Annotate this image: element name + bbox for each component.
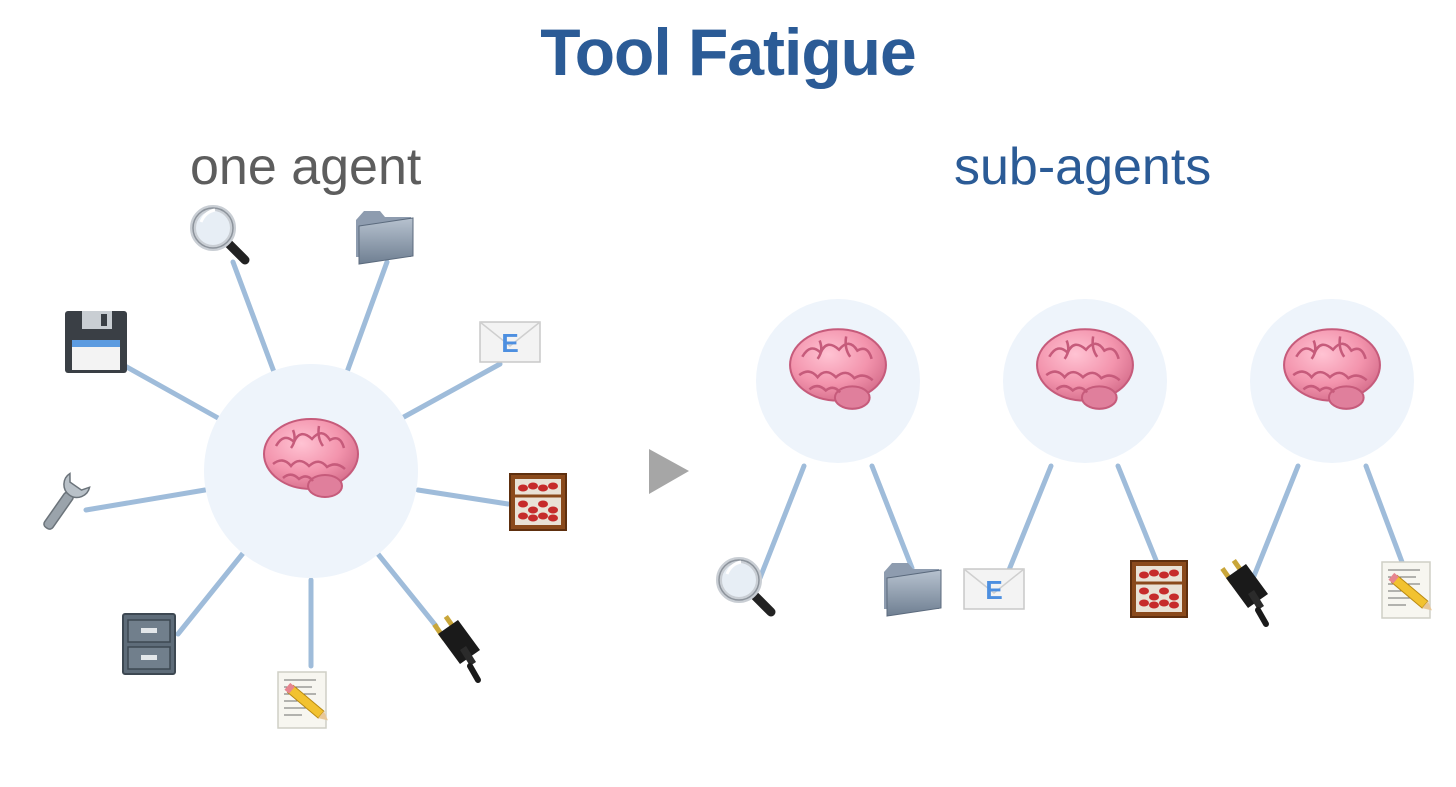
page-title: Tool Fatigue: [540, 15, 916, 89]
plug-icon: [432, 615, 480, 680]
sub-agents-label: sub-agents: [954, 138, 1212, 196]
connector-line: [230, 259, 277, 375]
file-cabinet-icon: [122, 613, 176, 675]
email-icon: [479, 321, 541, 363]
memo-icon: [1381, 561, 1436, 619]
plug-icon: [1220, 559, 1268, 624]
memo-icon: [277, 671, 332, 729]
one-agent-diagram: [35, 208, 568, 729]
floppy-disk-icon: [65, 311, 127, 373]
abacus-icon: [508, 472, 568, 532]
connector-line: [415, 487, 511, 507]
connector-line: [344, 259, 390, 375]
folder-icon: [355, 210, 414, 265]
connector-line: [83, 487, 208, 513]
arrow-right-icon: [649, 449, 689, 494]
connector-line: [175, 549, 247, 637]
connector-line: [1251, 463, 1301, 579]
magnifier-icon: [193, 208, 245, 260]
connector-line: [1115, 463, 1163, 573]
connector-line: [375, 551, 439, 629]
email-icon: [963, 568, 1025, 610]
sub-agent-3: [1220, 299, 1436, 624]
connector-line: [1006, 463, 1054, 573]
sub-agents-diagram: [719, 299, 1436, 624]
connector-line: [122, 363, 221, 421]
sub-agent-1: [719, 299, 942, 617]
connector-line: [1363, 463, 1405, 565]
connector-line: [757, 463, 807, 581]
connector-line: [869, 463, 915, 571]
folder-icon: [883, 562, 942, 617]
abacus-icon: [1129, 559, 1189, 619]
one-agent-label: one agent: [190, 138, 422, 196]
sub-agent-2: [963, 299, 1189, 619]
wrench-icon: [35, 472, 92, 537]
connector-line: [399, 361, 503, 421]
